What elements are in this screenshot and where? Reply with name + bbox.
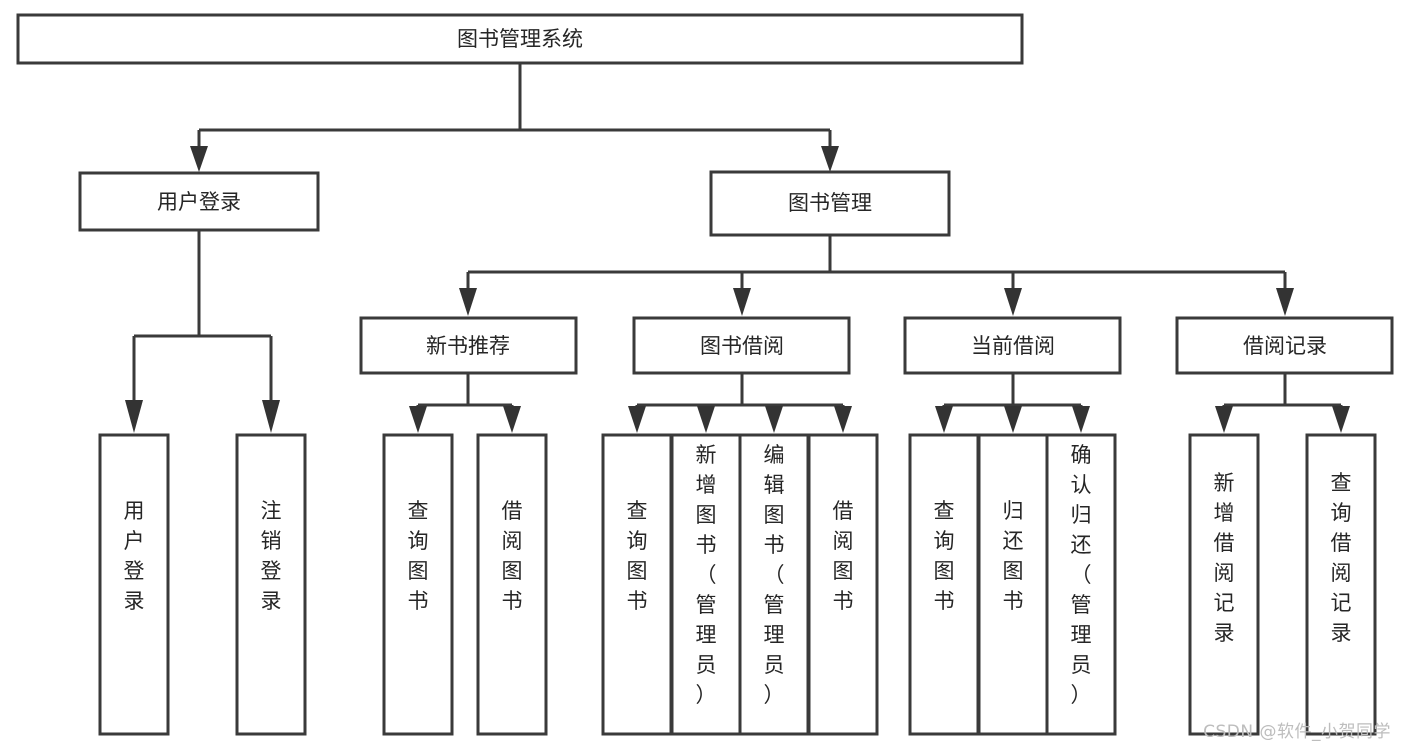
node-user-login-label: 用户登录: [157, 190, 241, 214]
node-book-management[interactable]: 图书管理: [709, 170, 951, 237]
node-current-borrow-box[interactable]: [903, 316, 1122, 375]
node-borrow-record[interactable]: 借阅记录: [1175, 316, 1394, 375]
node-book-management-box[interactable]: [709, 170, 951, 237]
node-leaf-query-book-3-label: 查询图书: [934, 499, 955, 613]
node-leaf-borrow-book-2-box[interactable]: [807, 433, 879, 736]
node-leaf-user-login-box[interactable]: [98, 433, 170, 736]
csdn-watermark: CSDN @软件_小贺同学: [1203, 722, 1391, 742]
node-leaf-user-login-label: 用户登录: [124, 499, 145, 613]
node-leaf-user-logout-label: 注销登录: [261, 499, 282, 613]
node-leaf-borrow-book-1-box[interactable]: [476, 433, 548, 736]
node-leaf-add-book-box[interactable]: [670, 433, 742, 736]
node-book-management-label: 图书管理: [788, 191, 872, 215]
node-leaf-query-book-1-box[interactable]: [382, 433, 454, 736]
arrow-root-to-user-login: [190, 146, 208, 172]
node-leaf-confirm-return[interactable]: 确认归还（管理员）: [1045, 433, 1117, 736]
node-borrow-record-label: 借阅记录: [1243, 334, 1327, 358]
node-leaf-query-book-1-label: 查询图书: [408, 499, 429, 613]
node-leaf-user-login[interactable]: 用户登录: [98, 433, 170, 736]
arrow-to-borrow-record: [1276, 288, 1294, 316]
node-user-login[interactable]: 用户登录: [78, 171, 320, 232]
arrow-to-leaf-add-book: [697, 406, 715, 433]
node-leaf-confirm-return-box[interactable]: [1045, 433, 1117, 736]
connector-layer: [125, 63, 1350, 433]
arrow-to-leaf-user-logout: [262, 400, 280, 433]
arrow-to-book-borrow: [733, 288, 751, 316]
node-current-borrow-label: 当前借阅: [971, 334, 1055, 358]
arrow-to-new-book-recommend: [459, 288, 477, 316]
node-leaf-user-logout-box[interactable]: [235, 433, 307, 736]
node-root[interactable]: 图书管理系统: [16, 13, 1024, 65]
node-leaf-add-record-box[interactable]: [1188, 433, 1260, 736]
node-new-book-recommend-box[interactable]: [359, 316, 578, 375]
arrow-to-leaf-query-book-3: [935, 406, 953, 433]
node-leaf-edit-book[interactable]: 编辑图书（管理员）: [738, 433, 810, 736]
arrow-to-leaf-query-book-2: [628, 406, 646, 433]
arrow-to-current-borrow: [1004, 288, 1022, 316]
arrow-to-leaf-confirm-return: [1072, 406, 1090, 433]
node-user-login-box[interactable]: [78, 171, 320, 232]
node-leaf-user-logout[interactable]: 注销登录: [235, 433, 307, 736]
node-leaf-query-record[interactable]: 查询借阅记录: [1305, 433, 1377, 736]
node-leaf-return-book-label: 归还图书: [1003, 499, 1024, 613]
arrow-to-leaf-user-login: [125, 400, 143, 433]
node-leaf-query-book-3[interactable]: 查询图书: [908, 433, 980, 736]
node-leaf-query-record-box[interactable]: [1305, 433, 1377, 736]
node-leaf-add-book[interactable]: 新增图书（管理员）: [670, 433, 742, 736]
node-new-book-recommend-label: 新书推荐: [426, 334, 510, 358]
node-leaf-add-record[interactable]: 新增借阅记录: [1188, 433, 1260, 736]
node-root-box[interactable]: [16, 13, 1024, 65]
arrow-to-leaf-query-record: [1332, 406, 1350, 433]
node-leaf-borrow-book-2[interactable]: 借阅图书: [807, 433, 879, 736]
node-leaf-confirm-return-label: 确认归还（管理员）: [1071, 443, 1092, 707]
node-borrow-record-box[interactable]: [1175, 316, 1394, 375]
node-leaf-query-record-label: 查询借阅记录: [1331, 471, 1352, 645]
arrow-to-leaf-borrow-book-1: [503, 406, 521, 433]
node-book-borrow-label: 图书借阅: [700, 334, 784, 358]
node-leaf-query-book-2[interactable]: 查询图书: [601, 433, 673, 736]
arrow-to-leaf-add-record: [1215, 406, 1233, 433]
node-leaf-borrow-book-1-label: 借阅图书: [502, 499, 523, 613]
node-book-borrow[interactable]: 图书借阅: [632, 316, 851, 375]
node-leaf-query-book-2-label: 查询图书: [627, 499, 648, 613]
node-leaf-borrow-book-1[interactable]: 借阅图书: [476, 433, 548, 736]
node-book-borrow-box[interactable]: [632, 316, 851, 375]
arrow-to-leaf-return-book: [1004, 406, 1022, 433]
arrow-root-to-book-mgmt: [821, 146, 839, 172]
node-leaf-query-book-3-box[interactable]: [908, 433, 980, 736]
node-leaf-query-book-2-box[interactable]: [601, 433, 673, 736]
node-leaf-add-record-label: 新增借阅记录: [1214, 471, 1235, 645]
node-leaf-add-book-label: 新增图书（管理员）: [696, 443, 717, 707]
node-leaf-query-book-1[interactable]: 查询图书: [382, 433, 454, 736]
arrow-to-leaf-borrow-book-2: [834, 406, 852, 433]
arrow-to-leaf-edit-book: [765, 406, 783, 433]
node-new-book-recommend[interactable]: 新书推荐: [359, 316, 578, 375]
node-leaf-borrow-book-2-label: 借阅图书: [833, 499, 854, 613]
node-leaf-return-book[interactable]: 归还图书: [977, 433, 1049, 736]
arrow-to-leaf-query-book-1: [409, 406, 427, 433]
node-leaf-return-book-box[interactable]: [977, 433, 1049, 736]
node-root-label: 图书管理系统: [457, 27, 583, 51]
node-leaf-edit-book-label: 编辑图书（管理员）: [764, 443, 785, 707]
node-current-borrow[interactable]: 当前借阅: [903, 316, 1122, 375]
